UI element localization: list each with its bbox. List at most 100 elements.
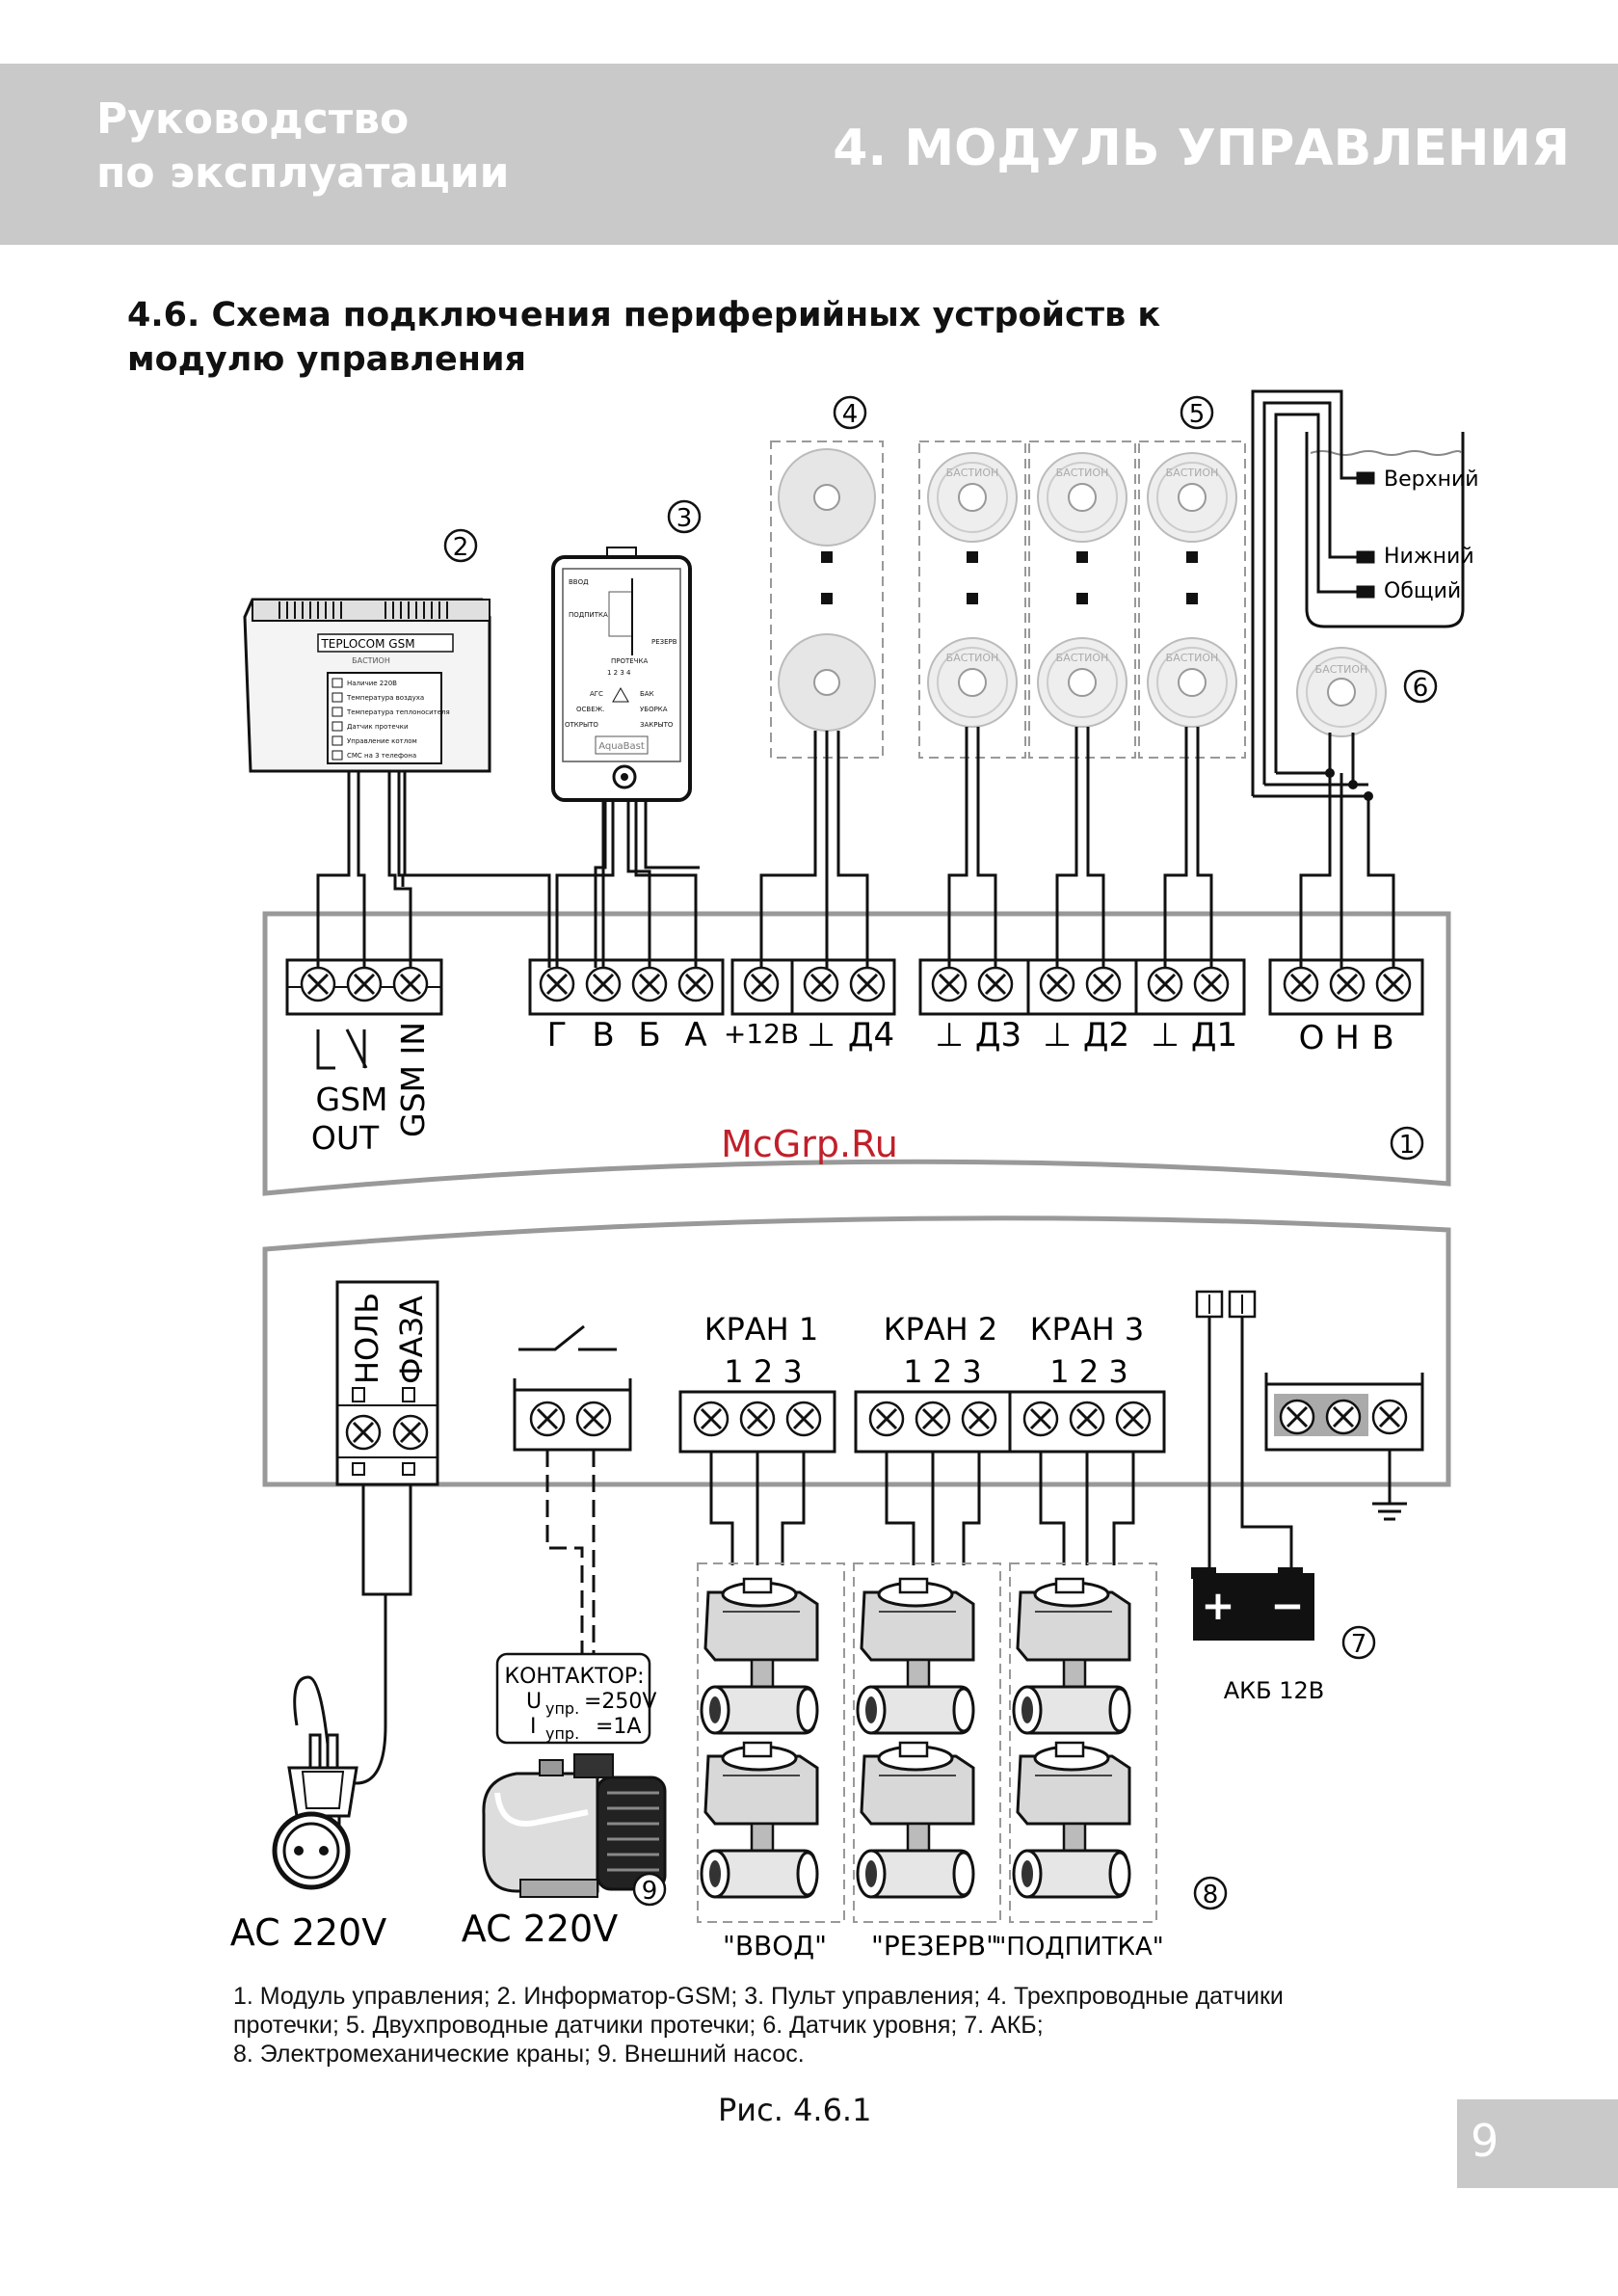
contactor-u-val: =250V bbox=[584, 1690, 656, 1714]
gsm-row-label: СМС на 3 телефона bbox=[347, 752, 416, 760]
legend-list: 1. Модуль управления; 2. Информатор-GSM;… bbox=[233, 1982, 1486, 2069]
contactor-i-val: =1A bbox=[596, 1715, 641, 1739]
battery-connectors bbox=[1195, 1290, 1257, 1319]
svg-text:ЗАКРЫТО: ЗАКРЫТО bbox=[640, 721, 674, 729]
page-number-box: 9 bbox=[1457, 2099, 1618, 2188]
callout-4: 4 bbox=[833, 395, 867, 430]
terminal-label-b: Б bbox=[638, 1016, 660, 1055]
callout-9: 9 bbox=[632, 1872, 667, 1907]
gsm-row-label: Температура воздуха bbox=[346, 694, 424, 702]
terminal-label-o: О bbox=[1299, 1019, 1325, 1057]
ac-right-label: AC 220V bbox=[462, 1908, 618, 1950]
svg-text:AquaBast: AquaBast bbox=[598, 741, 645, 752]
tank-upper-label: Верхний bbox=[1384, 467, 1479, 492]
valve-terminal-blocks bbox=[678, 1390, 1166, 1454]
gsm-row-label: Датчик протечки bbox=[347, 723, 409, 731]
two-wire-sensors: БАСТИОН БАСТИОН БАСТИОН БАСТИОН БАСТИОН … bbox=[918, 441, 1246, 759]
contactor-box: КОНТАКТОР: U упр. =250V I упр. =1A bbox=[495, 1652, 656, 1745]
ground-icon bbox=[1372, 1450, 1407, 1521]
terminal-label-v-level: В bbox=[1371, 1019, 1393, 1057]
callout-7: 7 bbox=[1341, 1625, 1376, 1660]
svg-text:БАК: БАК bbox=[640, 690, 654, 698]
battery-icon: + − bbox=[1191, 1567, 1314, 1641]
sensor-brand-text: БАСТИОН bbox=[1315, 663, 1368, 676]
valve-podpitka-2 bbox=[1012, 1741, 1131, 1899]
gsm-out-label-1: GSM bbox=[316, 1081, 388, 1118]
battery-label: АКБ 12В bbox=[1224, 1677, 1325, 1704]
tank-lower-label: Нижний bbox=[1384, 545, 1474, 569]
nol-label: НОЛЬ bbox=[349, 1293, 385, 1384]
gsm-row-label: Управление котлом bbox=[347, 737, 417, 745]
valve-label-podpitka: "ПОДПИТКА" bbox=[995, 1933, 1163, 1962]
terminal-label-d4: Д4 bbox=[848, 1016, 894, 1055]
legend-line-1: 1. Модуль управления; 2. Информатор-GSM;… bbox=[233, 1983, 1284, 2010]
valve-vvod-1 bbox=[700, 1577, 819, 1735]
sensor-brand-text: БАСТИОН bbox=[946, 467, 999, 479]
terminal-label-a: А bbox=[684, 1016, 706, 1055]
manual-title: Руководство по эксплуатации bbox=[96, 93, 509, 200]
svg-text:7: 7 bbox=[1351, 1630, 1367, 1659]
svg-text:8: 8 bbox=[1203, 1881, 1219, 1909]
wires-bottom bbox=[293, 1317, 1293, 1785]
sensor-brand-text: БАСТИОН bbox=[1056, 652, 1109, 664]
contactor-wires bbox=[545, 1450, 596, 1668]
battery-plus: + bbox=[1201, 1582, 1234, 1629]
section-title: 4.6. Схема подключения периферийных устр… bbox=[127, 293, 1160, 382]
svg-text:9: 9 bbox=[642, 1877, 658, 1906]
gsm-in-label: GSM IN bbox=[394, 1022, 432, 1137]
terminal-label-n: Н bbox=[1335, 1019, 1360, 1057]
gsm-sub-label: БАСТИОН bbox=[352, 656, 390, 665]
terminal-block-interface bbox=[528, 958, 896, 1016]
battery-minus: − bbox=[1270, 1582, 1304, 1629]
socket-icon bbox=[272, 1811, 351, 1890]
terminal-label-gnd-d3: ⊥ bbox=[935, 1016, 964, 1055]
svg-text:РЕЗЕРВ: РЕЗЕРВ bbox=[651, 638, 677, 646]
svg-text:ОСВЕЖ.: ОСВЕЖ. bbox=[576, 706, 604, 713]
terminal-label-g: Г bbox=[547, 1016, 568, 1055]
gsm-row-label: Наличие 220В bbox=[347, 680, 397, 687]
contactor-u-sub: упр. bbox=[545, 1699, 579, 1718]
section-title-line2: модулю управления bbox=[127, 340, 526, 379]
page-header: Руководство по эксплуатации 4. МОДУЛЬ УП… bbox=[0, 64, 1618, 245]
terminal-label-12v: +12В bbox=[724, 1018, 799, 1050]
three-wire-sensors bbox=[770, 441, 884, 759]
valve-rezerv-1 bbox=[856, 1577, 975, 1735]
kran1-label: КРАН 1 bbox=[704, 1311, 819, 1348]
pump-icon bbox=[482, 1753, 667, 1898]
callout-3: 3 bbox=[667, 499, 702, 534]
level-sensor-tank bbox=[1251, 389, 1465, 798]
figure-caption: Рис. 4.6.1 bbox=[718, 2092, 872, 2128]
callout-1: 1 bbox=[1390, 1126, 1424, 1161]
valves-group bbox=[697, 1562, 1157, 1923]
svg-text:ОТКРЫТО: ОТКРЫТО bbox=[565, 721, 598, 729]
manual-title-line1: Руководство bbox=[96, 94, 410, 144]
contactor-i: I bbox=[530, 1715, 537, 1739]
gsm-row-label: Температура теплоносителя bbox=[346, 708, 450, 716]
contactor-i-sub: упр. bbox=[545, 1724, 579, 1743]
watermark: McGrp.Ru bbox=[721, 1123, 898, 1165]
gsm-out-relay-symbol bbox=[316, 1028, 368, 1070]
callout-8: 8 bbox=[1193, 1876, 1228, 1910]
terminal-label-gnd-d4: ⊥ bbox=[807, 1016, 836, 1055]
callout-6: 6 bbox=[1403, 669, 1438, 704]
svg-text:1: 1 bbox=[1399, 1131, 1416, 1160]
sensor-brand-text: БАСТИОН bbox=[1056, 467, 1109, 479]
callout-2: 2 bbox=[443, 528, 478, 563]
kran3-pins: 1 2 3 bbox=[1049, 1353, 1127, 1390]
terminal-block-level bbox=[1268, 958, 1424, 1016]
wire-junctions bbox=[1325, 768, 1373, 801]
valve-label-vvod: "ВВОД" bbox=[723, 1930, 827, 1962]
contactor-u: U bbox=[526, 1690, 542, 1714]
kran1-pins: 1 2 3 bbox=[724, 1353, 802, 1390]
gsm-brand-label: TEPLOCOM GSM bbox=[320, 637, 414, 651]
ac-left-label: AC 220V bbox=[230, 1911, 386, 1954]
contactor-terminal-block bbox=[513, 1324, 632, 1452]
gsm-out-label-2: OUT bbox=[311, 1119, 380, 1157]
valve-label-rezerv: "РЕЗЕРВ" bbox=[871, 1930, 998, 1962]
ground-terminal-block bbox=[1264, 1373, 1424, 1452]
faza-label: ФАЗА bbox=[393, 1295, 430, 1384]
svg-text:4: 4 bbox=[842, 400, 859, 429]
sensor-brand-text: БАСТИОН bbox=[1166, 467, 1219, 479]
tank-common-label: Общий bbox=[1384, 579, 1461, 603]
